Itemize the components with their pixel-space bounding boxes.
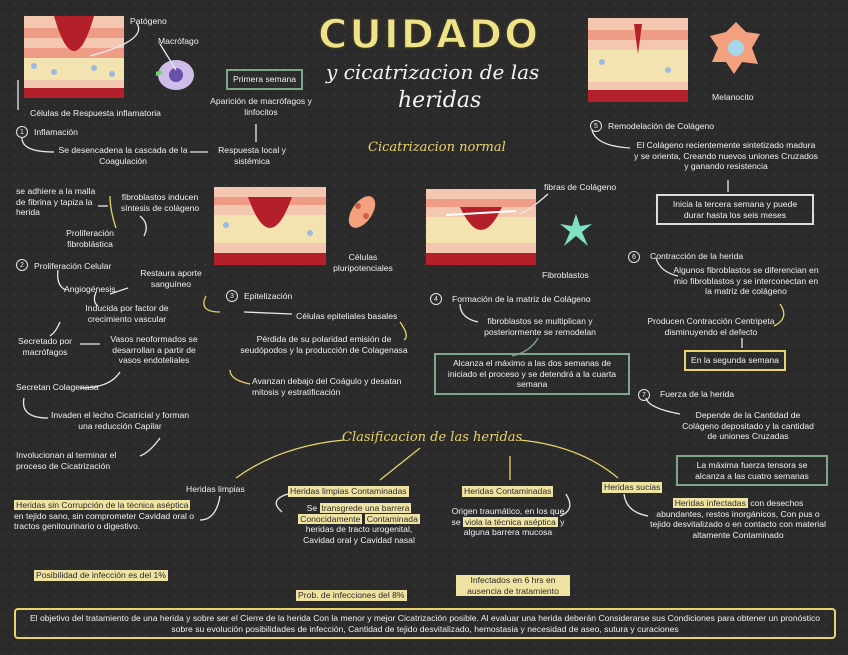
basales-text: Células epiteliales basales	[296, 311, 398, 321]
limpias-highlight: Heridas sin Corrupción de la técnica asé…	[14, 500, 191, 510]
inflamacion-text: Se desencadena la cascada de la Coagulac…	[58, 145, 188, 166]
invaden-text: Invaden el lecho Cicatricial y forman un…	[50, 410, 190, 431]
contaminadas-hl2: Infectados en 6 hrs en ausencia de trata…	[456, 575, 570, 597]
step-3-badge: 3	[226, 290, 238, 302]
macrophage-illustration	[156, 60, 194, 90]
angiogenesis-text: Angiogénesis	[64, 284, 116, 294]
label-patogeno: Patógeno	[130, 16, 167, 26]
pluripotent-cells-illustration	[348, 196, 376, 228]
aparicion-text: Aparición de macrófagos y linfocitos	[210, 96, 312, 117]
inducida-text: Inducida por factor de crecimiento vascu…	[85, 303, 169, 324]
perdida-text: Pérdida de su polaridad emisión de seudó…	[240, 334, 408, 355]
melanocito-label: Melanocito	[712, 92, 754, 102]
tissue-illustration-epitelizacion	[214, 187, 326, 265]
multiplican-text: fibroblastos se multiplican y posteriorm…	[484, 316, 596, 337]
matriz-title: Formación de la matriz de Colágeno	[452, 294, 591, 304]
epitelizacion-title: Epitelización	[244, 291, 293, 301]
inflamacion-title: Inflamación	[34, 127, 78, 137]
celulas-pluri-label: Células pluripotenciales	[333, 252, 393, 273]
alcanza-box: Alcanza el máximo a las dos semanas de i…	[434, 353, 630, 396]
step-4-badge: 4	[430, 293, 442, 305]
page-title: CUIDADO	[317, 11, 541, 59]
proliferacion-title: Proliferación Celular	[34, 261, 112, 271]
sucias-label: Heridas sucias	[602, 482, 663, 493]
limpias-cont-block: Se transgrede una barrera Conocidamente …	[298, 503, 420, 546]
cicatrizacion-normal-heading: Cicatrizacion normal	[368, 140, 506, 155]
step-6-badge: 6	[628, 251, 640, 263]
fibras-colageno-label: fibras de Colágeno	[544, 182, 617, 192]
sucias-block: Heridas infectadas con desechos abundant…	[650, 498, 826, 541]
primera-semana-box: Primera semana	[226, 69, 304, 90]
fuerza-text: Depende de la Cantidad de Colágeno depos…	[682, 410, 814, 442]
limpias-label: Heridas limpias	[186, 484, 245, 494]
clasificacion-heading: Clasificacion de las heridas	[342, 430, 523, 445]
limpias-text: en tejido sano, sin comprometer Cavidad …	[14, 510, 195, 532]
contraccion-text: Algunos fibroblastos se diferencian en m…	[673, 265, 819, 297]
respuesta-text: Respuesta local y sistémica	[218, 145, 286, 166]
limpias-cont-prob: Prob. de infecciones del 8%	[296, 590, 407, 601]
step-1-badge: 1	[16, 126, 28, 138]
step-7-badge: 7	[638, 389, 650, 401]
fibroblastos-inducen-text: fibroblastos inducen síntesis de colágen…	[120, 192, 200, 213]
restaura-text: Restaura aporte sanguíneo	[140, 268, 202, 289]
subtitle-line-2: heridas	[398, 88, 482, 113]
limpias-cont-label: Heridas limpias Contaminadas	[288, 486, 409, 497]
secretan-text: Secretan Colagenasa	[16, 382, 99, 392]
avanzan-text: Avanzan debajo del Coágulo y desatan mit…	[252, 376, 402, 397]
tissue-illustration-remodelacion	[588, 18, 688, 102]
fuerza-title: Fuerza de la herida	[660, 389, 735, 399]
vasos-text: Vasos neoformados se desarrollan a parti…	[110, 334, 198, 366]
label-macrofago: Macrófago	[158, 36, 199, 46]
fibroblastos-label: Fibroblastos	[542, 270, 589, 280]
produce-text: Producen Contracción Centripeta disminuy…	[647, 316, 775, 337]
involucionan-text: Involucionan al terminar el proceso de C…	[16, 450, 117, 471]
remodelacion-text: El Colágeno recientemente sintetizado ma…	[634, 140, 818, 172]
step-5-badge: 5	[590, 120, 602, 132]
limpias-block: Heridas sin Corrupción de la técnica asé…	[14, 500, 202, 532]
contraccion-title: Contracción de la herida	[650, 251, 744, 261]
fuerza-box: La máxima fuerza tensora se alcanza a la…	[676, 455, 828, 487]
remodelacion-box: Inicia la tercera semana y puede durar h…	[656, 194, 814, 226]
limpias-prob: Posibilidad de infección es del 1%	[34, 570, 168, 581]
subtitle-line-1: y cicatrizacion de las	[326, 60, 540, 84]
secretado-text: Secretado por macrófagos	[18, 336, 72, 357]
melanocyte-illustration	[710, 22, 760, 74]
adhiere-text: se adhiere a la malla de fibrina y tapiz…	[16, 186, 96, 218]
fibroblast-illustration	[560, 214, 592, 246]
label-celulas-respuesta: Células de Respuesta inflamatoria	[30, 108, 161, 118]
contaminadas-label: Heridas Contaminadas	[462, 486, 554, 497]
tissue-illustration-inflammation	[24, 16, 124, 98]
footer-box: El objetivo del tratamiento de una herid…	[14, 608, 836, 640]
contaminadas-block: Origen traumático, en los que se viola l…	[451, 506, 565, 538]
segunda-semana-box: En la segunda semana	[684, 350, 786, 371]
prolif-fibro-text: Proliferación fibroblástica	[66, 228, 114, 249]
step-2-badge: 2	[16, 259, 28, 271]
tissue-illustration-matriz	[426, 189, 536, 265]
remodelacion-title: Remodelación de Colágeno	[608, 121, 715, 131]
